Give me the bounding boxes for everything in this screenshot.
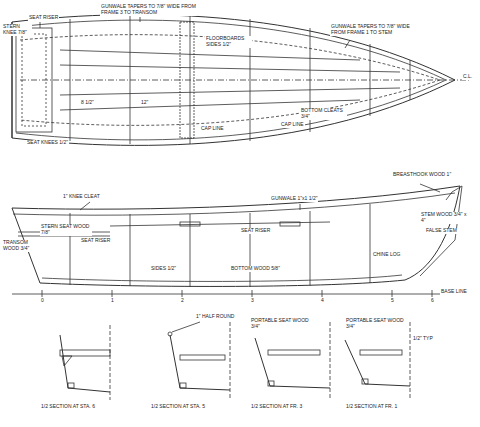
part-label: BOTTOM CLEATS 3/4" [300, 108, 347, 120]
part-label: FLOORBOARDS SIDES 1/2" [205, 36, 252, 48]
part-label: SIDES 1/2" [150, 266, 177, 272]
part-label: 12" [140, 100, 149, 106]
part-label: SEAT RISER [28, 15, 59, 21]
part-label: SEAT RISER [240, 228, 271, 234]
part-label: GUNWALE TAPERS TO 7/8" WIDE FROM FRAME 1… [330, 24, 422, 36]
part-label: PORTABLE SEAT WOOD 3/4" [345, 318, 407, 330]
part-label: STERN KNEE 7/8" [2, 24, 32, 36]
part-label: 6 [430, 298, 435, 304]
part-label: GUNWALE TAPERS TO 7/8" WIDE FROM FRAME 3… [100, 4, 197, 16]
part-label: STEM WOOD 3/4" x 4" [420, 212, 472, 224]
part-label: CAP LINE [280, 122, 305, 128]
part-label: BASE LINE [440, 289, 468, 295]
part-label: C.L. [462, 74, 473, 80]
part-label: SEAT RISER [80, 238, 111, 244]
part-label: 2 [180, 298, 185, 304]
part-label: 1/2 SECTION AT STA. 6 [40, 404, 96, 410]
part-label: 1 [110, 298, 115, 304]
part-label: 1/2" TYP [412, 336, 434, 342]
part-label: PORTABLE SEAT WOOD 3/4" [250, 318, 312, 330]
part-label: SEAT KNEES 1/2" [26, 140, 69, 146]
part-label: BREASTHOOK WOOD 1" [392, 172, 452, 178]
part-label: 0 [40, 298, 45, 304]
part-label: 1" HALF ROUND [195, 314, 235, 320]
part-label: 1/2 SECTION AT FR. 3 [250, 404, 303, 410]
part-label: FALSE STEM [425, 228, 458, 234]
part-label: CHINE LOG [372, 252, 402, 258]
part-label: CAP LINE [200, 126, 225, 132]
part-label: 1" KNEE CLEAT [62, 194, 101, 200]
part-label: 1/2 SECTION AT FR. 1 [345, 404, 398, 410]
part-label: BOTTOM WOOD 5/8" [230, 266, 281, 272]
part-label: TRANSOM WOOD 3/4" [2, 240, 34, 252]
part-label: 1/2 SECTION AT STA. 5 [150, 404, 206, 410]
part-label: STERN SEAT WOOD 7/8" [40, 224, 92, 236]
part-label: 4 [320, 298, 325, 304]
part-label: 3 [250, 298, 255, 304]
part-label: GUNWALE 1"x1 1/2" [270, 196, 318, 202]
part-label: 5 [390, 298, 395, 304]
part-label: 8 1/2" [80, 100, 95, 106]
